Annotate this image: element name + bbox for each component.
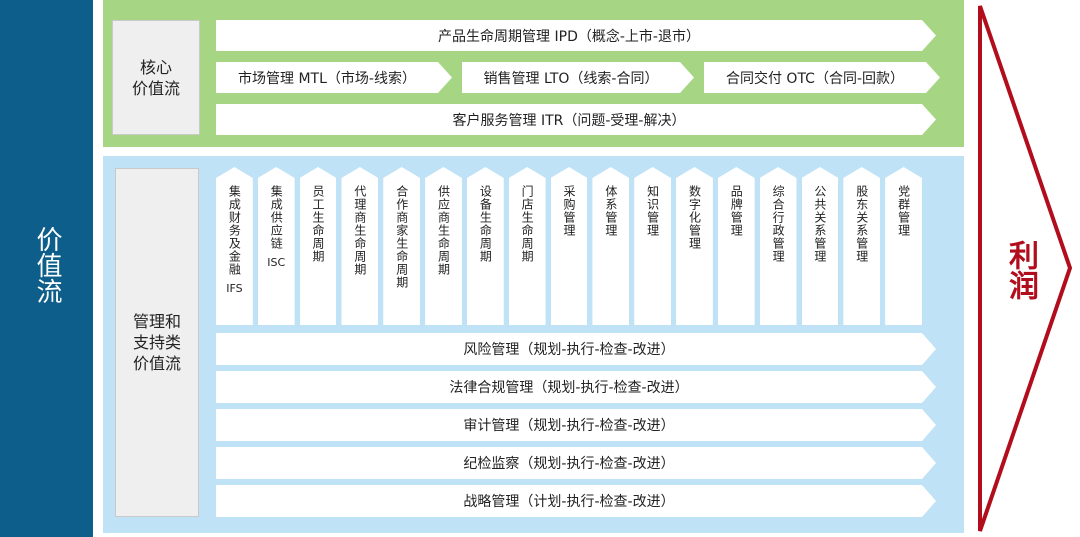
support-column-label: 集成财务及金融 [227, 185, 242, 276]
support-column-label: 采购管理 [561, 185, 576, 237]
support-column-label: 知识管理 [645, 185, 660, 237]
support-process-arrow: 风险管理（规划-执行-检查-改进） [216, 333, 936, 365]
support-column-abbr: IFS [226, 282, 243, 295]
support-column-arrow: 集成供应链 ISC [257, 167, 295, 325]
core-process-arrow: 销售管理 LTO（线索-合同） [462, 62, 694, 93]
support-column-arrow: 股东关系管理 [843, 167, 881, 325]
support-column-label: 党群管理 [896, 185, 911, 237]
support-column-label: 代理商生命周期 [352, 185, 367, 276]
support-column-arrow: 综合行政管理 [759, 167, 797, 325]
support-column-label: 供应商生命周期 [436, 185, 451, 276]
core-process-arrow: 市场管理 MTL（市场-线索） [216, 62, 452, 93]
support-column-arrow: 党群管理 [885, 167, 922, 325]
support-column-arrow: 设备生命周期 [466, 167, 504, 325]
support-column-label: 公共关系管理 [812, 185, 827, 263]
core-process-arrow: 产品生命周期管理 IPD（概念-上市-退市） [216, 20, 936, 51]
support-column-arrow: 知识管理 [634, 167, 672, 325]
support-column-arrow: 门店生命周期 [508, 167, 546, 325]
profit-chevron [978, 5, 1073, 532]
support-column-arrow: 员工生命周期 [299, 167, 337, 325]
support-column-arrow: 数字化管理 [676, 167, 713, 325]
support-column-arrow: 公共关系管理 [801, 167, 839, 325]
support-process-arrow: 战略管理（计划-执行-检查-改进） [216, 485, 936, 517]
support-column-arrow: 品牌管理 [717, 167, 755, 325]
support-column-label: 股东关系管理 [854, 185, 869, 263]
support-column-arrow: 集成财务及金融 IFS [216, 167, 253, 325]
support-process-arrow: 纪检监察（规划-执行-检查-改进） [216, 447, 936, 479]
support-column-label: 门店生命周期 [520, 185, 535, 263]
support-value-stream-label: 管理和支持类价值流 [115, 168, 199, 517]
value-stream-title: 价值流 [32, 226, 62, 304]
profit-label: 利润 [1003, 240, 1038, 300]
support-column-label: 品牌管理 [729, 185, 744, 237]
support-process-arrow: 法律合规管理（规划-执行-检查-改进） [216, 371, 936, 403]
support-column-arrow: 采购管理 [550, 167, 588, 325]
support-column-abbr: ISC [267, 256, 286, 269]
core-value-stream-label: 核心价值流 [112, 20, 200, 135]
support-column-label: 员工生命周期 [311, 185, 326, 263]
support-column-arrow: 代理商生命周期 [341, 167, 379, 325]
support-column-arrow: 合作商家生命周期 [383, 167, 421, 325]
support-column-label: 集成供应链 [269, 185, 284, 250]
core-process-arrow: 客户服务管理 ITR（问题-受理-解决） [216, 104, 936, 135]
support-column-label: 设备生命周期 [478, 185, 493, 263]
value-stream-sidebar [0, 0, 93, 537]
support-column-arrow: 供应商生命周期 [425, 167, 462, 325]
support-column-label: 体系管理 [603, 185, 618, 237]
support-column-label: 数字化管理 [687, 185, 702, 250]
support-column-arrow: 体系管理 [592, 167, 630, 325]
core-process-arrow: 合同交付 OTC（合同-回款） [704, 62, 940, 93]
support-process-arrow: 审计管理（规划-执行-检查-改进） [216, 409, 936, 441]
support-column-label: 合作商家生命周期 [394, 185, 409, 289]
support-column-label: 综合行政管理 [771, 185, 786, 263]
